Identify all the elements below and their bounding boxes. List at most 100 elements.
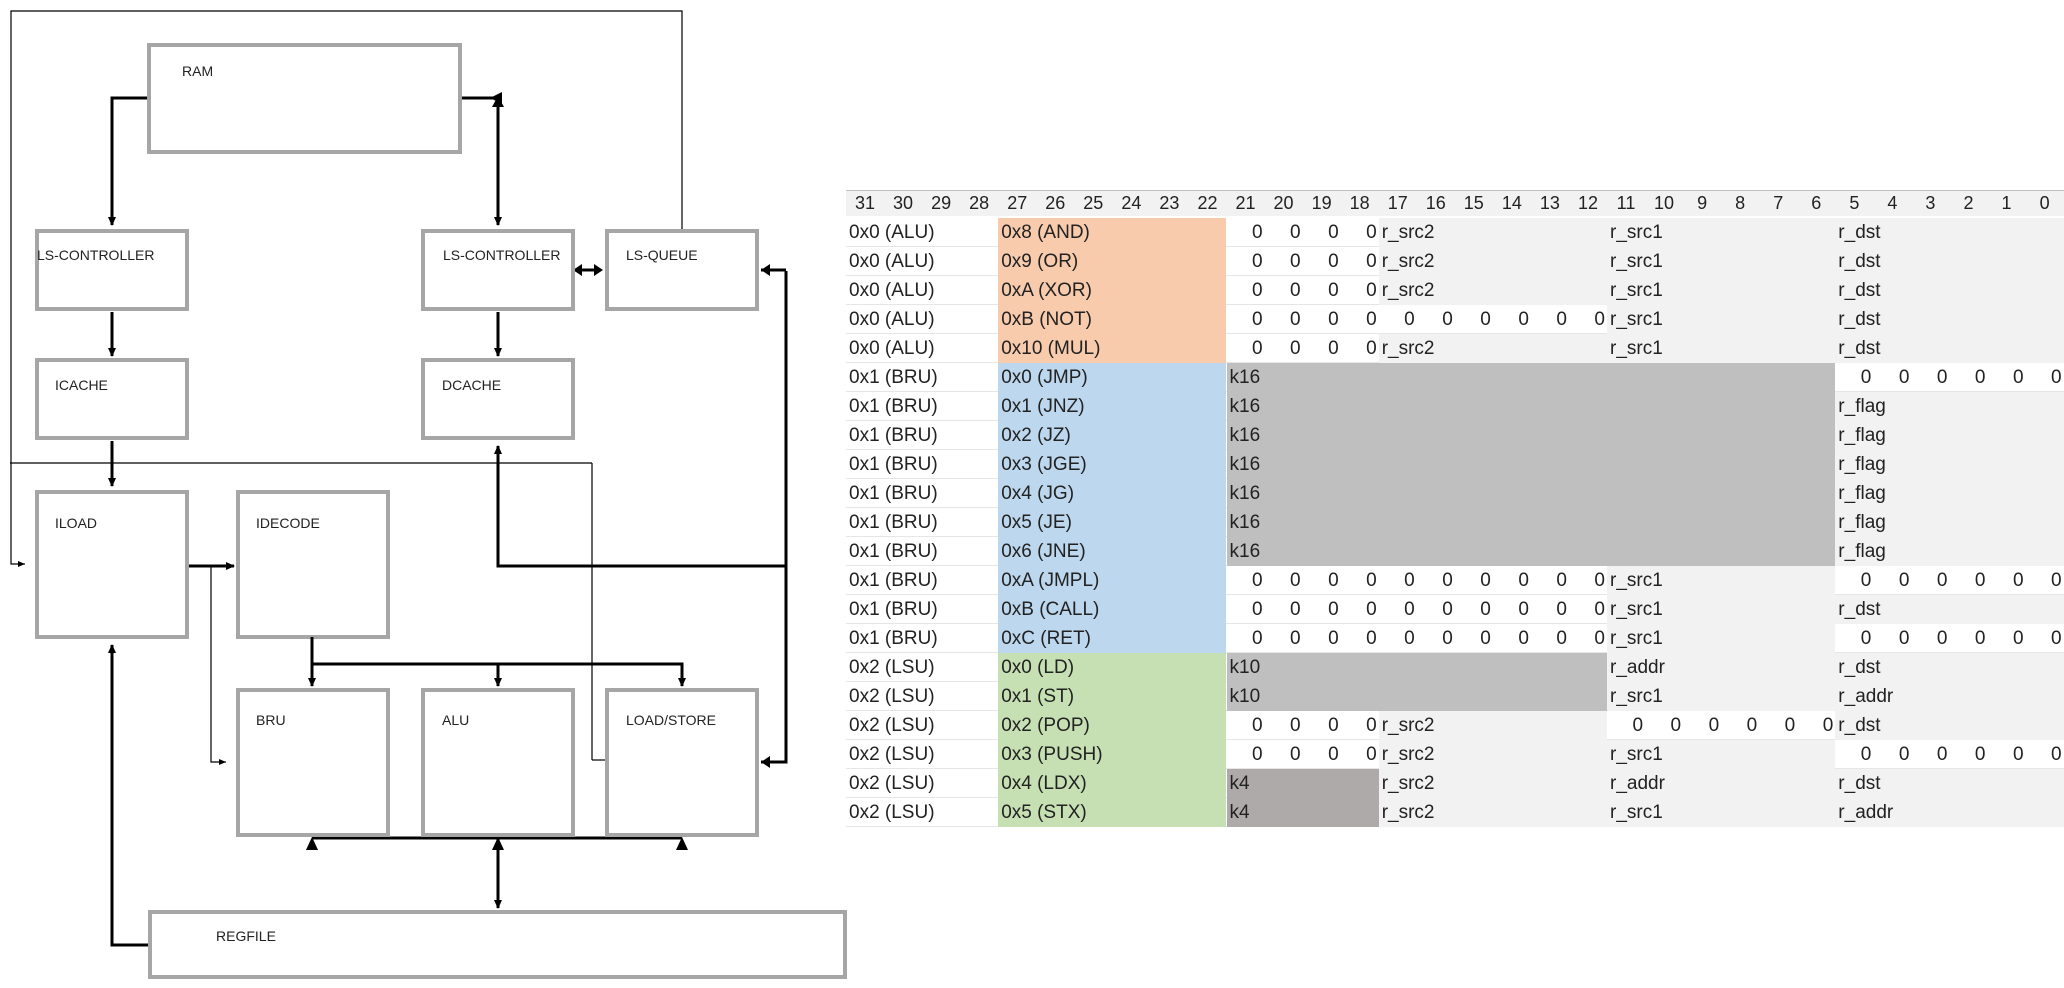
zero-bit: 0 bbox=[2051, 628, 2062, 649]
field-cell: r_flag bbox=[1835, 421, 2064, 450]
opcode-cell: 0x6 (JNE) bbox=[998, 537, 1227, 566]
dcache-label: DCACHE bbox=[442, 377, 501, 393]
bit-header: 2 bbox=[1963, 193, 1974, 213]
zero-bit: 0 bbox=[1556, 309, 1567, 330]
bit-header: 15 bbox=[1463, 193, 1484, 213]
opcode-cell: 0x9 (OR) bbox=[998, 247, 1227, 276]
opcode-cell: 0x3 (PUSH) bbox=[998, 740, 1227, 769]
zero-bit: 0 bbox=[1251, 599, 1263, 620]
zero-bit: 0 bbox=[1290, 309, 1301, 330]
zero-bit: 0 bbox=[1898, 744, 1910, 765]
unit-cell: 0x1 (BRU) bbox=[849, 541, 938, 562]
unit-cell: 0x0 (ALU) bbox=[849, 338, 935, 359]
table-row bbox=[846, 305, 2064, 334]
unit-cell: 0x1 (BRU) bbox=[849, 396, 938, 417]
thin-wires bbox=[10, 10, 683, 765]
zero-bit: 0 bbox=[1822, 715, 1834, 736]
bit-header: 31 bbox=[855, 193, 876, 213]
field-cell: r_src1 bbox=[1607, 247, 1836, 276]
zero-bit: 0 bbox=[1860, 628, 1872, 649]
unit-cell: 0x1 (BRU) bbox=[849, 599, 938, 620]
zero-bit: 0 bbox=[2012, 744, 2024, 765]
immediate-cell: k16 bbox=[1226, 363, 1836, 392]
table-row bbox=[846, 595, 2064, 624]
unit-cell: 0x1 (BRU) bbox=[849, 512, 938, 533]
bit-header: 7 bbox=[1773, 193, 1784, 213]
field-cell: r_src2 bbox=[1378, 769, 1607, 798]
field-cell: r_src1 bbox=[1607, 334, 1836, 363]
zero-bit: 0 bbox=[1366, 599, 1377, 620]
dcache-block bbox=[421, 358, 575, 440]
field-cell: r_src1 bbox=[1607, 276, 1836, 305]
bit-header: 5 bbox=[1849, 193, 1860, 213]
bit-header: 16 bbox=[1425, 193, 1446, 213]
field-cell: r_flag bbox=[1835, 392, 2064, 421]
field-cell: r_src1 bbox=[1607, 305, 1836, 334]
load-store-label: LOAD/STORE bbox=[626, 712, 716, 728]
bit-header: 20 bbox=[1273, 193, 1294, 213]
field-cell: r_src2 bbox=[1378, 798, 1607, 827]
immediate-cell: k16 bbox=[1226, 479, 1836, 508]
field-cell: r_flag bbox=[1835, 479, 2064, 508]
bit-header: 1 bbox=[2001, 193, 2012, 213]
zero-bit: 0 bbox=[1251, 222, 1263, 243]
field-cell: r_dst bbox=[1835, 711, 2064, 740]
zero-bit: 0 bbox=[1442, 309, 1453, 330]
zero-bit: 0 bbox=[1860, 570, 1872, 591]
immediate-cell: k4 bbox=[1226, 798, 1379, 827]
zero-bit: 0 bbox=[1290, 570, 1301, 591]
field-cell: r_addr bbox=[1835, 682, 2064, 711]
zero-bit: 0 bbox=[1936, 628, 1948, 649]
zero-bit: 0 bbox=[1290, 628, 1301, 649]
unit-cell: 0x2 (LSU) bbox=[849, 802, 935, 823]
zero-bit: 0 bbox=[1936, 570, 1948, 591]
zero-bit: 0 bbox=[1251, 280, 1263, 301]
ram-block bbox=[147, 43, 462, 154]
zero-bit: 0 bbox=[1290, 280, 1301, 301]
zero-bit: 0 bbox=[1328, 599, 1339, 620]
zero-bit: 0 bbox=[1480, 628, 1491, 649]
zero-bit: 0 bbox=[1898, 367, 1910, 388]
zero-bit: 0 bbox=[1594, 599, 1605, 620]
bru-label: BRU bbox=[256, 712, 286, 728]
bit-header: 22 bbox=[1197, 193, 1218, 213]
zero-bit: 0 bbox=[1480, 309, 1491, 330]
field-cell: r_src2 bbox=[1378, 334, 1607, 363]
field-cell: r_src1 bbox=[1607, 566, 1836, 595]
immediate-cell: k10 bbox=[1226, 653, 1607, 682]
block-labels: RAM LS-CONTROLLER LS-CONTROLLER LS-QUEUE… bbox=[37, 63, 716, 944]
zero-bit: 0 bbox=[1328, 715, 1339, 736]
zero-bit: 0 bbox=[1290, 744, 1301, 765]
zero-bit: 0 bbox=[1518, 628, 1529, 649]
opcode-cell: 0x1 (ST) bbox=[998, 682, 1227, 711]
unit-cell: 0x0 (ALU) bbox=[849, 309, 935, 330]
zero-bit: 0 bbox=[1518, 309, 1529, 330]
immediate-cell: k16 bbox=[1226, 450, 1836, 479]
field-cell: r_flag bbox=[1835, 537, 2064, 566]
opcode-cell: 0x1 (JNZ) bbox=[998, 392, 1227, 421]
zero-bit: 0 bbox=[1898, 628, 1910, 649]
bit-header: 10 bbox=[1654, 193, 1675, 213]
unit-cell: 0x2 (LSU) bbox=[849, 657, 935, 678]
zero-bit: 0 bbox=[1442, 628, 1453, 649]
ls-controller-left-label: LS-CONTROLLER bbox=[37, 247, 154, 263]
zero-bit: 0 bbox=[1556, 570, 1567, 591]
immediate-cell: k16 bbox=[1226, 421, 1836, 450]
zero-bit: 0 bbox=[2051, 367, 2062, 388]
unit-cell: 0x1 (BRU) bbox=[849, 367, 938, 388]
zero-bit: 0 bbox=[1366, 628, 1377, 649]
iload-label: ILOAD bbox=[55, 515, 97, 531]
bit-header: 11 bbox=[1616, 193, 1636, 213]
zero-bit: 0 bbox=[1860, 367, 1872, 388]
opcode-cell: 0xC (RET) bbox=[998, 624, 1227, 653]
immediate-cell: k16 bbox=[1226, 392, 1836, 421]
zero-bit: 0 bbox=[1290, 338, 1301, 359]
field-cell: r_src2 bbox=[1378, 218, 1607, 247]
opcode-cell: 0x0 (JMP) bbox=[998, 363, 1227, 392]
zero-bit: 0 bbox=[1974, 570, 1986, 591]
zero-bit: 0 bbox=[1898, 570, 1910, 591]
zero-bit: 0 bbox=[2051, 570, 2062, 591]
opcode-cell: 0xA (XOR) bbox=[998, 276, 1227, 305]
unit-cell: 0x1 (BRU) bbox=[849, 483, 938, 504]
field-cell: r_addr bbox=[1835, 798, 2064, 827]
